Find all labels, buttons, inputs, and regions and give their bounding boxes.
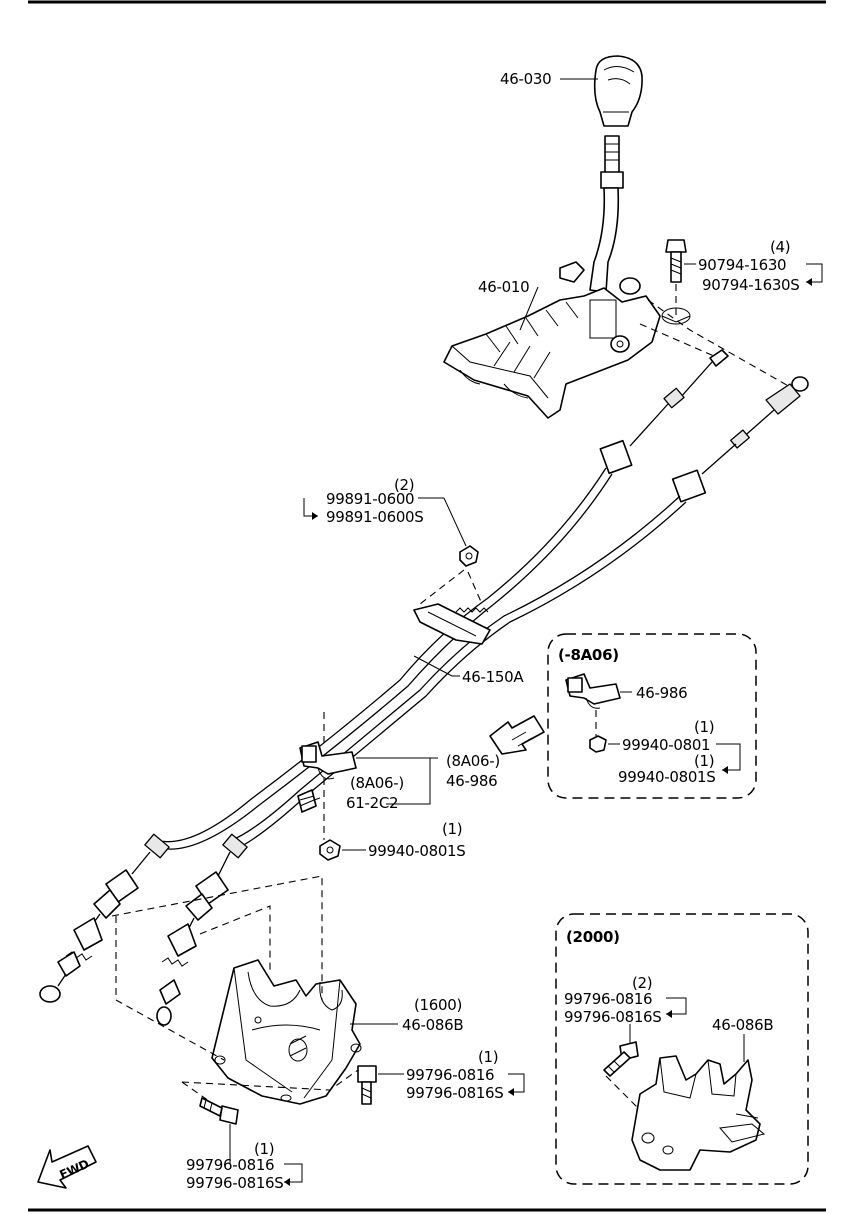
- label-shifter-base: 46-010: [478, 278, 529, 296]
- clip-61-2c2-icon: [297, 789, 321, 813]
- inset-2000-frame: [555, 913, 809, 1185]
- label-bracket-bolt-a: 99796-0816: [406, 1066, 494, 1084]
- inset-2000-bracket: [631, 1055, 766, 1171]
- label-cable-assy: 46-150A: [462, 668, 524, 686]
- inset-8a06-nut-icon: [589, 735, 607, 753]
- inset-8a06-clip: [565, 673, 621, 709]
- cable-bracket-1600: [211, 959, 362, 1105]
- label-bolt-qty: (4): [770, 238, 790, 256]
- label-lower-bolt-qty: (1): [254, 1140, 274, 1158]
- bolt-99796-right-icon: [357, 1065, 377, 1105]
- label-nut-a: 99891-0600: [326, 490, 414, 508]
- label-nut-b: 99891-0600S: [326, 508, 424, 526]
- label-clip-cond: (8A06-): [350, 774, 404, 792]
- shift-knob: [593, 55, 643, 189]
- leader-cable: [413, 655, 453, 677]
- inset-2000-bolt-qty: (2): [632, 974, 652, 992]
- direction-arrow-icon: [489, 715, 545, 755]
- label-bolt-a: 90794-1630: [698, 256, 786, 274]
- bolt-99796-lower-icon: [199, 1097, 239, 1125]
- label-bracket: 46-086B: [402, 1016, 463, 1034]
- label-nut-qty: (2): [394, 476, 414, 494]
- label-lower-bolt-b: 99796-0816S: [186, 1174, 284, 1192]
- inset-8a06-nut-a: 99940-0801: [622, 736, 710, 754]
- label-bolt-b: 90794-1630S: [702, 276, 800, 294]
- nut-99891-icon: [459, 545, 479, 567]
- bolt-90794-icon: [665, 239, 687, 283]
- label-lower-bolt-a: 99796-0816: [186, 1156, 274, 1174]
- inset-8a06-title: (-8A06): [558, 646, 619, 664]
- shifter-base: [443, 261, 661, 419]
- label-clip: 61-2C2: [346, 794, 398, 812]
- fwd-arrow-icon: FWD: [37, 1145, 97, 1189]
- label-clip-nut: 99940-0801S: [368, 842, 466, 860]
- shift-cable-assembly: [39, 349, 809, 1026]
- inset-2000-bolt-icon: [603, 1041, 639, 1077]
- inset-2000-bolt-a: 99796-0816: [564, 990, 652, 1008]
- inset-8a06-nut-b: 99940-0801S: [618, 768, 716, 786]
- label-bracket-cond: (1600): [414, 996, 462, 1014]
- leader-base: [519, 286, 539, 331]
- nut-99940-icon: [319, 839, 341, 861]
- label-bracket-clip-cond: (8A06-): [446, 752, 500, 770]
- inset-8a06-frame: [547, 633, 757, 799]
- label-bracket-bolt-b: 99796-0816S: [406, 1084, 504, 1102]
- clip-bracket-main: [299, 741, 357, 780]
- inset-8a06-nut-qty-a: (1): [694, 718, 714, 736]
- label-clip-nut-qty: (1): [442, 820, 462, 838]
- inset-2000-title: (2000): [566, 928, 620, 946]
- shift-lever: [589, 187, 620, 293]
- inset-8a06-nut-qty-b: (1): [694, 752, 714, 770]
- inset-2000-bolt-b: 99796-0816S: [564, 1008, 662, 1026]
- label-bracket-clip: 46-986: [446, 772, 497, 790]
- inset-2000-bracket-label: 46-086B: [712, 1016, 773, 1034]
- label-bracket-bolt-qty: (1): [478, 1048, 498, 1066]
- inset-8a06-clip-label: 46-986: [636, 684, 687, 702]
- label-knob: 46-030: [500, 70, 551, 88]
